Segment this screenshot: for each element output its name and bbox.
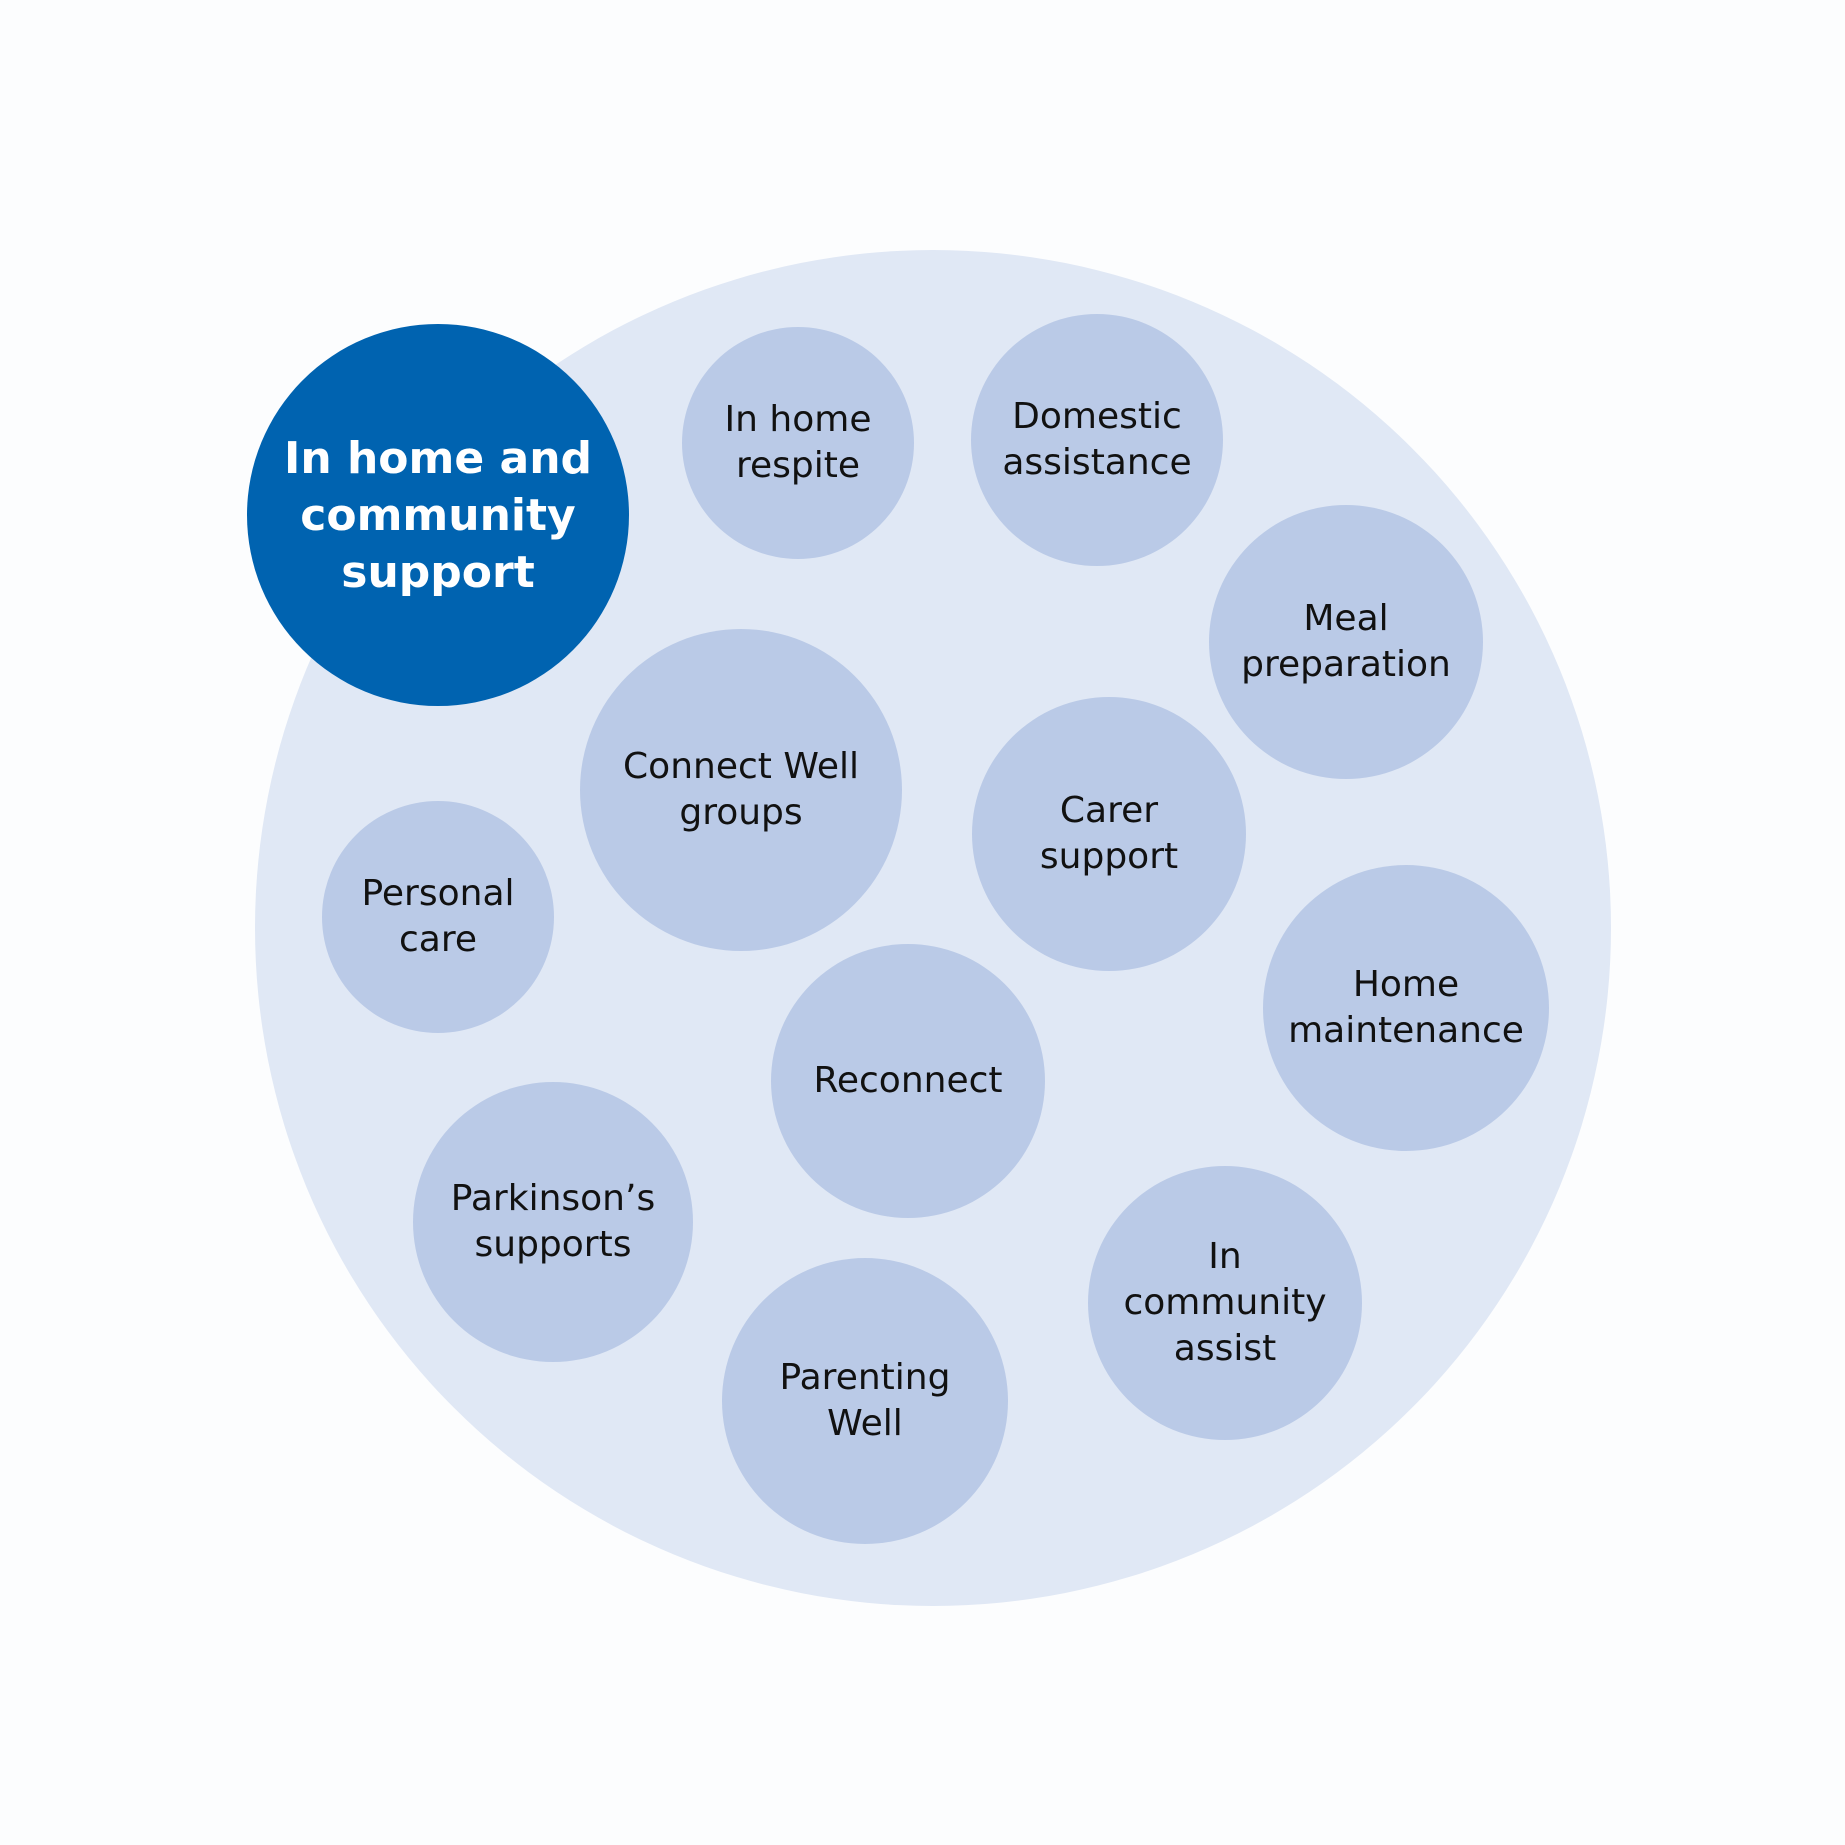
service-home-maintenance: Home maintenance xyxy=(1263,865,1549,1151)
service-label: In community assist xyxy=(1123,1236,1327,1369)
service-domestic-assistance: Domestic assistance xyxy=(971,314,1223,566)
service-label: Home maintenance xyxy=(1288,964,1524,1051)
service-carer-support: Carer support xyxy=(972,697,1246,971)
service-label: Personal care xyxy=(361,873,515,960)
service-label: Reconnect xyxy=(813,1060,1003,1101)
service-connect-well-groups: Connect Well groups xyxy=(580,629,902,951)
service-parkinsons-supports: Parkinson’s supports xyxy=(413,1082,693,1362)
service-label: In home respite xyxy=(724,399,872,486)
service-label: Connect Well groups xyxy=(623,746,859,833)
service-meal-preparation: Meal preparation xyxy=(1209,505,1483,779)
service-label: Domestic assistance xyxy=(1002,396,1192,483)
service-label: Parkinson’s supports xyxy=(450,1178,656,1265)
service-in-home-respite: In home respite xyxy=(682,327,914,559)
main-category-label: In home and community support xyxy=(283,432,593,598)
service-label: Meal preparation xyxy=(1241,598,1451,685)
service-in-community-assist: In community assist xyxy=(1088,1166,1362,1440)
main-category-circle: In home and community support xyxy=(247,324,629,706)
service-personal-care: Personal care xyxy=(322,801,554,1033)
service-reconnect: Reconnect xyxy=(771,944,1045,1218)
service-label: Parenting Well xyxy=(779,1357,951,1444)
service-label: Carer support xyxy=(1039,790,1179,877)
service-parenting-well: Parenting Well xyxy=(722,1258,1008,1544)
